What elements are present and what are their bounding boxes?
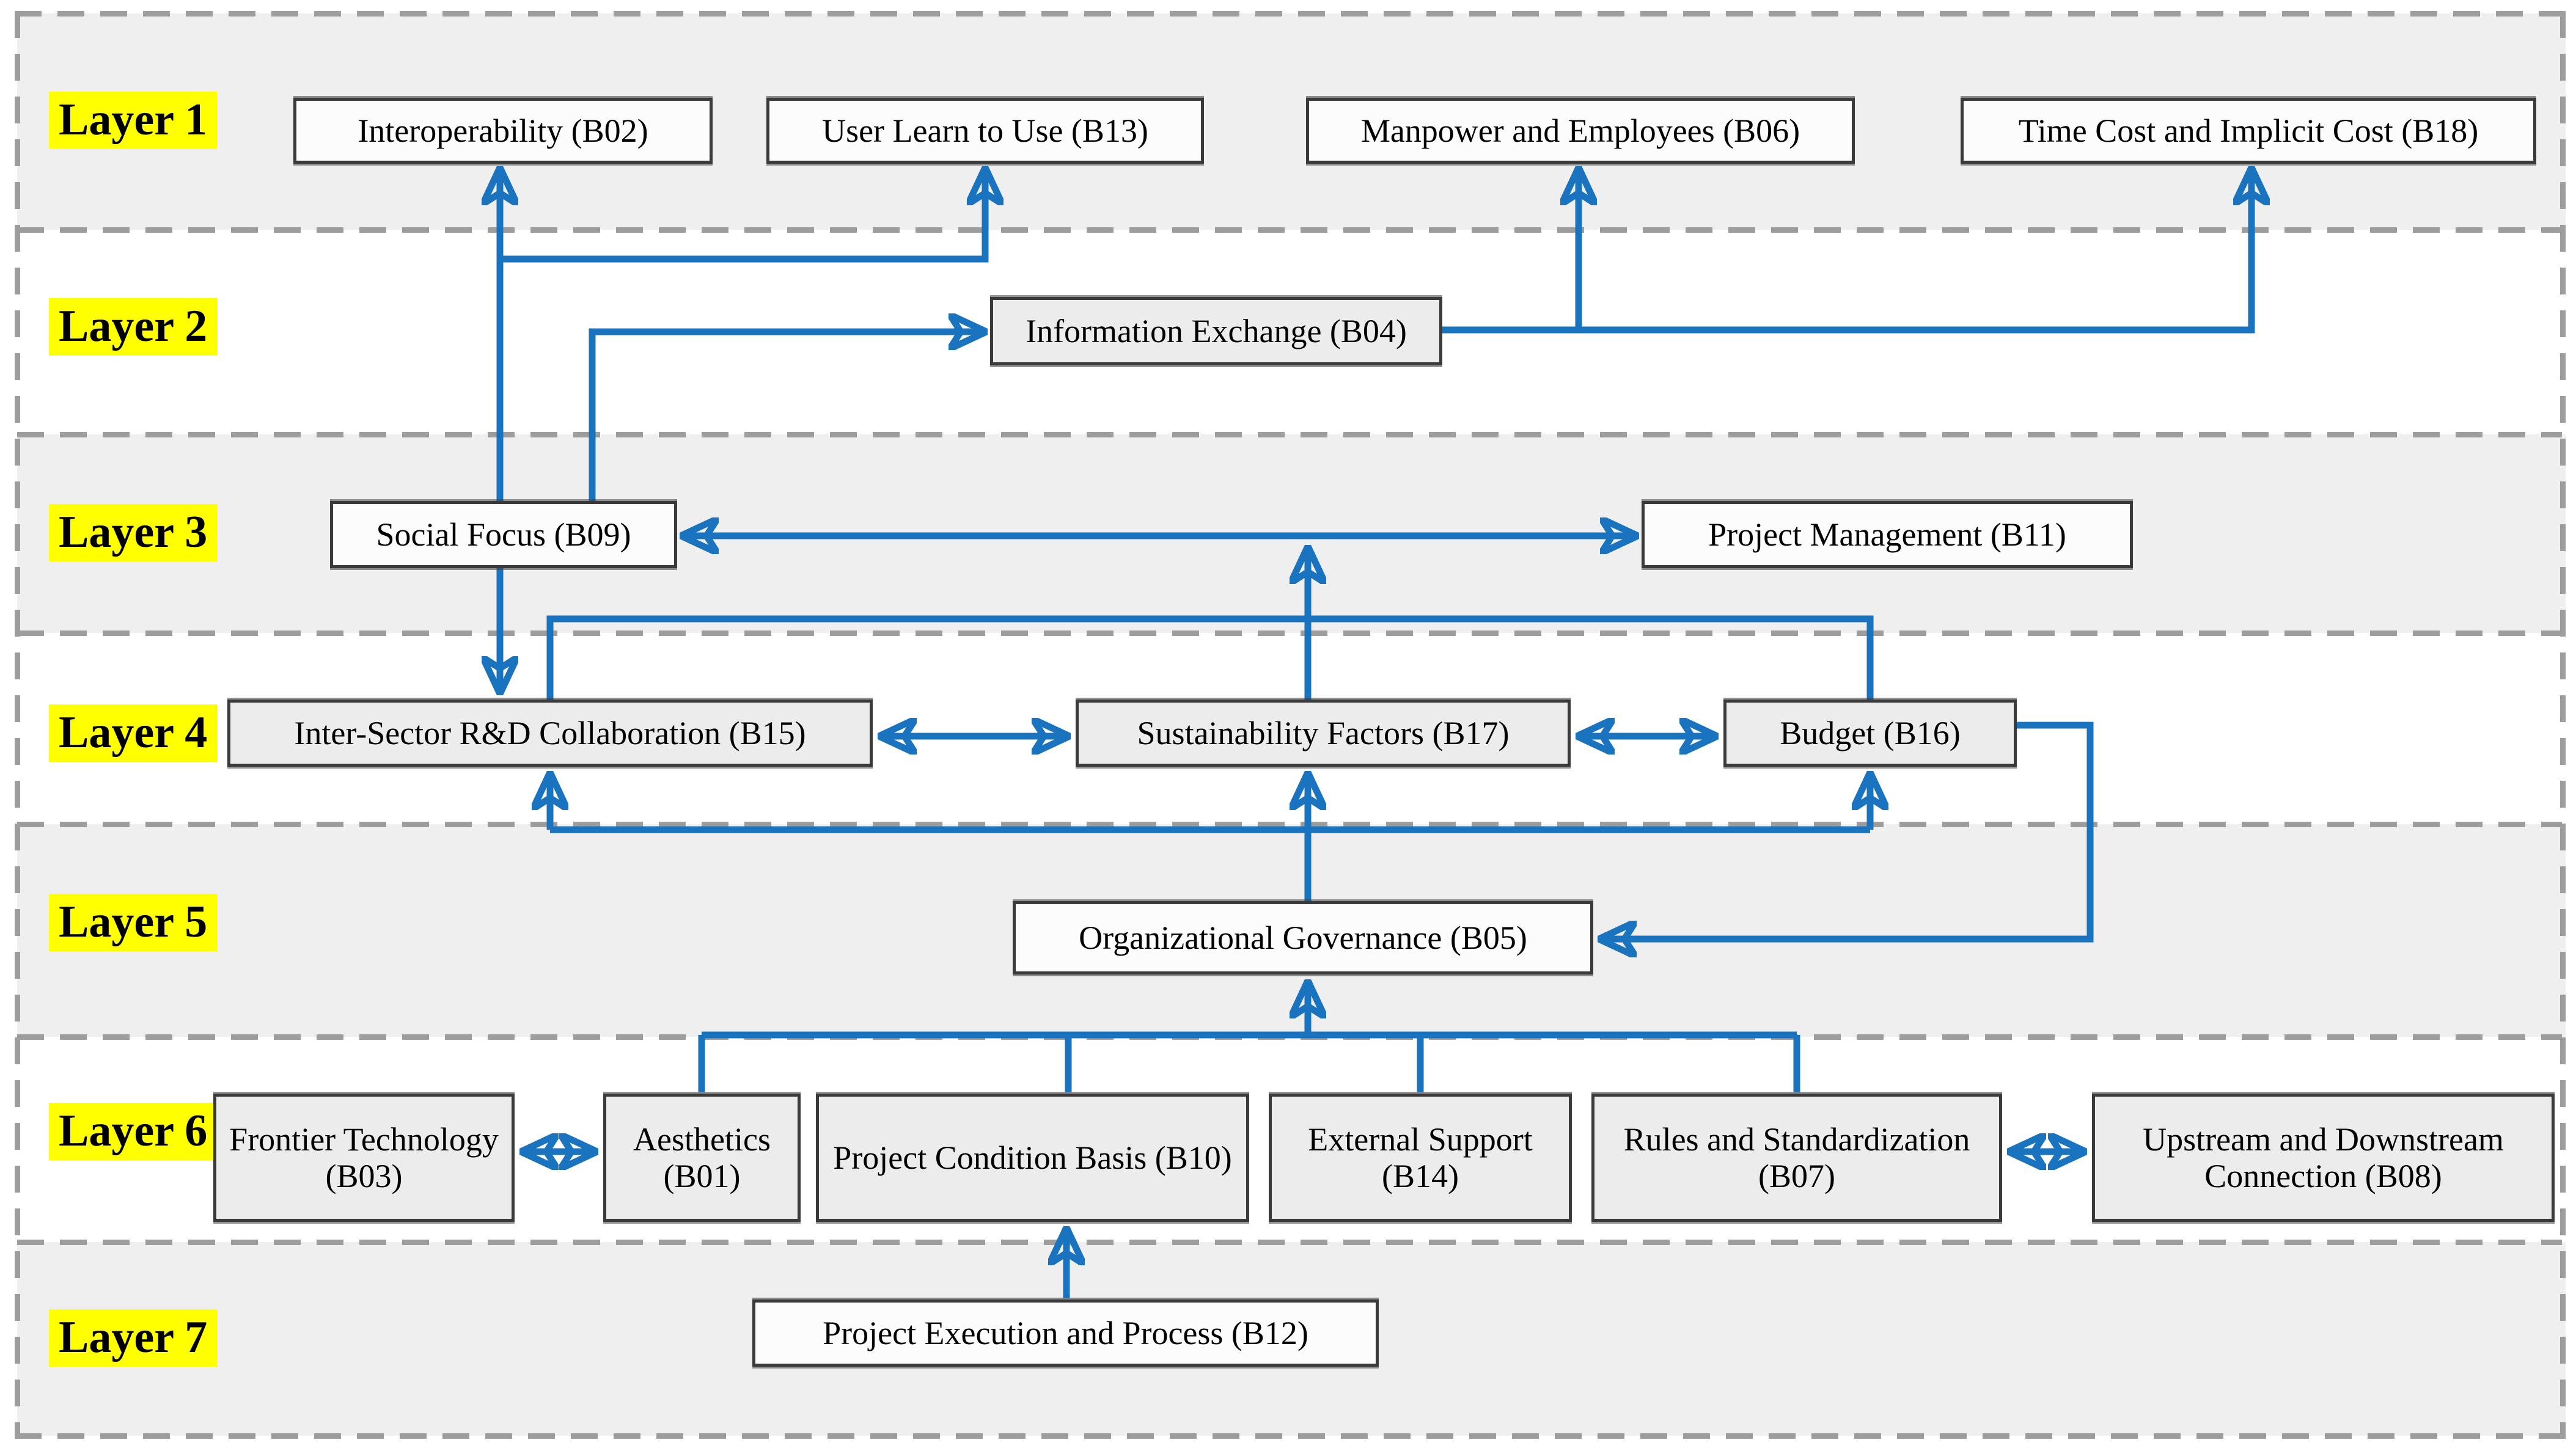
node-b15: Inter-Sector R&D Collaboration (B15) xyxy=(227,700,873,767)
separator-layer6-7 xyxy=(17,1240,2562,1245)
node-b09: Social Focus (B09) xyxy=(330,501,677,568)
layer-label-1: Layer 1 xyxy=(49,92,218,149)
node-b02: Interoperability (B02) xyxy=(293,98,713,164)
separator-layer2-3 xyxy=(17,432,2562,437)
node-b04: Information Exchange (B04) xyxy=(990,297,1442,365)
layer-label-4: Layer 4 xyxy=(49,704,218,762)
frame-right-border xyxy=(2560,11,2566,1439)
node-b03: Frontier Technology (B03) xyxy=(213,1094,515,1222)
edge-b04-b18 xyxy=(1442,169,2251,334)
edge-b09-b04 xyxy=(589,332,985,501)
node-b05: Organizational Governance (B05) xyxy=(1013,901,1593,974)
layer-label-2: Layer 2 xyxy=(49,298,218,356)
separator-layer4-5 xyxy=(17,822,2562,827)
layer-label-6: Layer 6 xyxy=(49,1103,218,1160)
node-b17: Sustainability Factors (B17) xyxy=(1076,700,1571,767)
node-b01: Aesthetics (B01) xyxy=(603,1094,801,1222)
node-b16: Budget (B16) xyxy=(1723,700,2017,767)
edge-b09-b13 xyxy=(500,169,985,263)
frame-bottom-border xyxy=(15,1433,2564,1439)
frame-top-border xyxy=(15,11,2564,16)
separator-layer3-4 xyxy=(17,630,2562,636)
node-b13: User Learn to Use (B13) xyxy=(766,98,1204,164)
node-b14: External Support (B14) xyxy=(1269,1094,1572,1222)
node-b06: Manpower and Employees (B06) xyxy=(1306,98,1855,164)
layer-label-7: Layer 7 xyxy=(49,1309,218,1367)
node-b08: Upstream and Downstream Connection (B08) xyxy=(2092,1094,2555,1222)
node-b11: Project Management (B11) xyxy=(1642,501,2133,568)
edge-b15-b16-top-link xyxy=(546,615,1874,700)
frame-left-border xyxy=(15,11,20,1439)
node-b18: Time Cost and Implicit Cost (B18) xyxy=(1961,98,2536,164)
separator-layer1-2 xyxy=(17,227,2562,233)
node-b10: Project Condition Basis (B10) xyxy=(816,1094,1249,1222)
layer-label-3: Layer 3 xyxy=(49,504,218,561)
layer-label-5: Layer 5 xyxy=(49,894,218,951)
node-b12: Project Execution and Process (B12) xyxy=(752,1299,1379,1367)
edge-b16-b05 xyxy=(1600,722,2094,939)
node-b07: Rules and Standardization (B07) xyxy=(1591,1094,2002,1222)
